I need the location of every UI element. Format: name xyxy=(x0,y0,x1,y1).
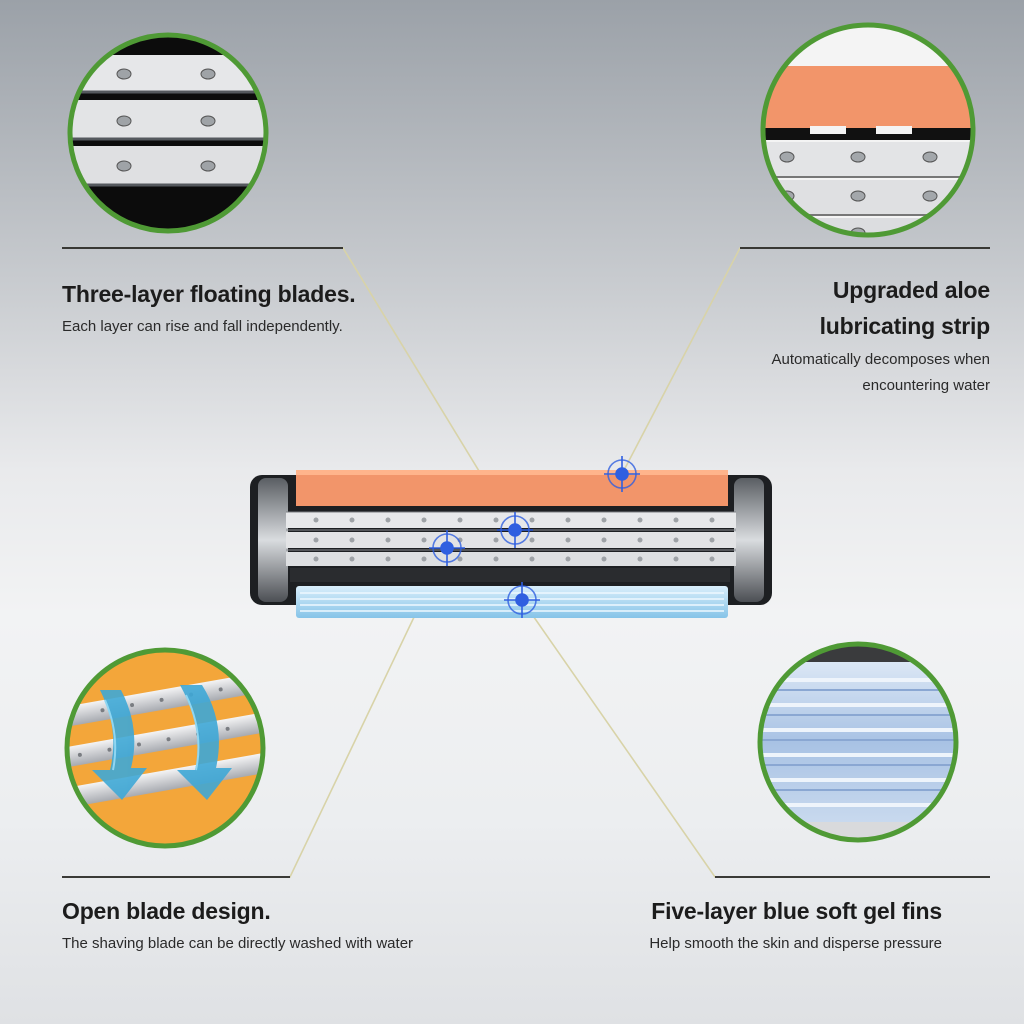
target-marker-gel xyxy=(504,582,540,618)
floating-blades-description: Each layer can rise and fall independent… xyxy=(62,318,343,335)
open-blade-title: Open blade design. xyxy=(62,898,271,924)
target-marker-blades xyxy=(497,512,533,548)
gel-fins xyxy=(296,586,728,618)
aloe-strip-description-line2: encountering water xyxy=(862,377,990,394)
aloe-strip-description-line1: Automatically decomposes when xyxy=(771,351,990,368)
target-marker-aloe xyxy=(604,456,640,492)
floating-blades-title: Three-layer floating blades. xyxy=(62,281,356,307)
aloe-strip-title-line1: Upgraded aloe xyxy=(832,277,990,303)
gel-fins-description: Help smooth the skin and disperse pressu… xyxy=(649,935,942,952)
open-blade-description: The shaving blade can be directly washed… xyxy=(62,935,414,952)
aloe-strip xyxy=(296,470,728,506)
target-marker-open-blade xyxy=(429,530,465,566)
gel-fins-title: Five-layer blue soft gel fins xyxy=(651,898,942,924)
aloe-strip-title-line2: lubricating strip xyxy=(819,313,991,339)
